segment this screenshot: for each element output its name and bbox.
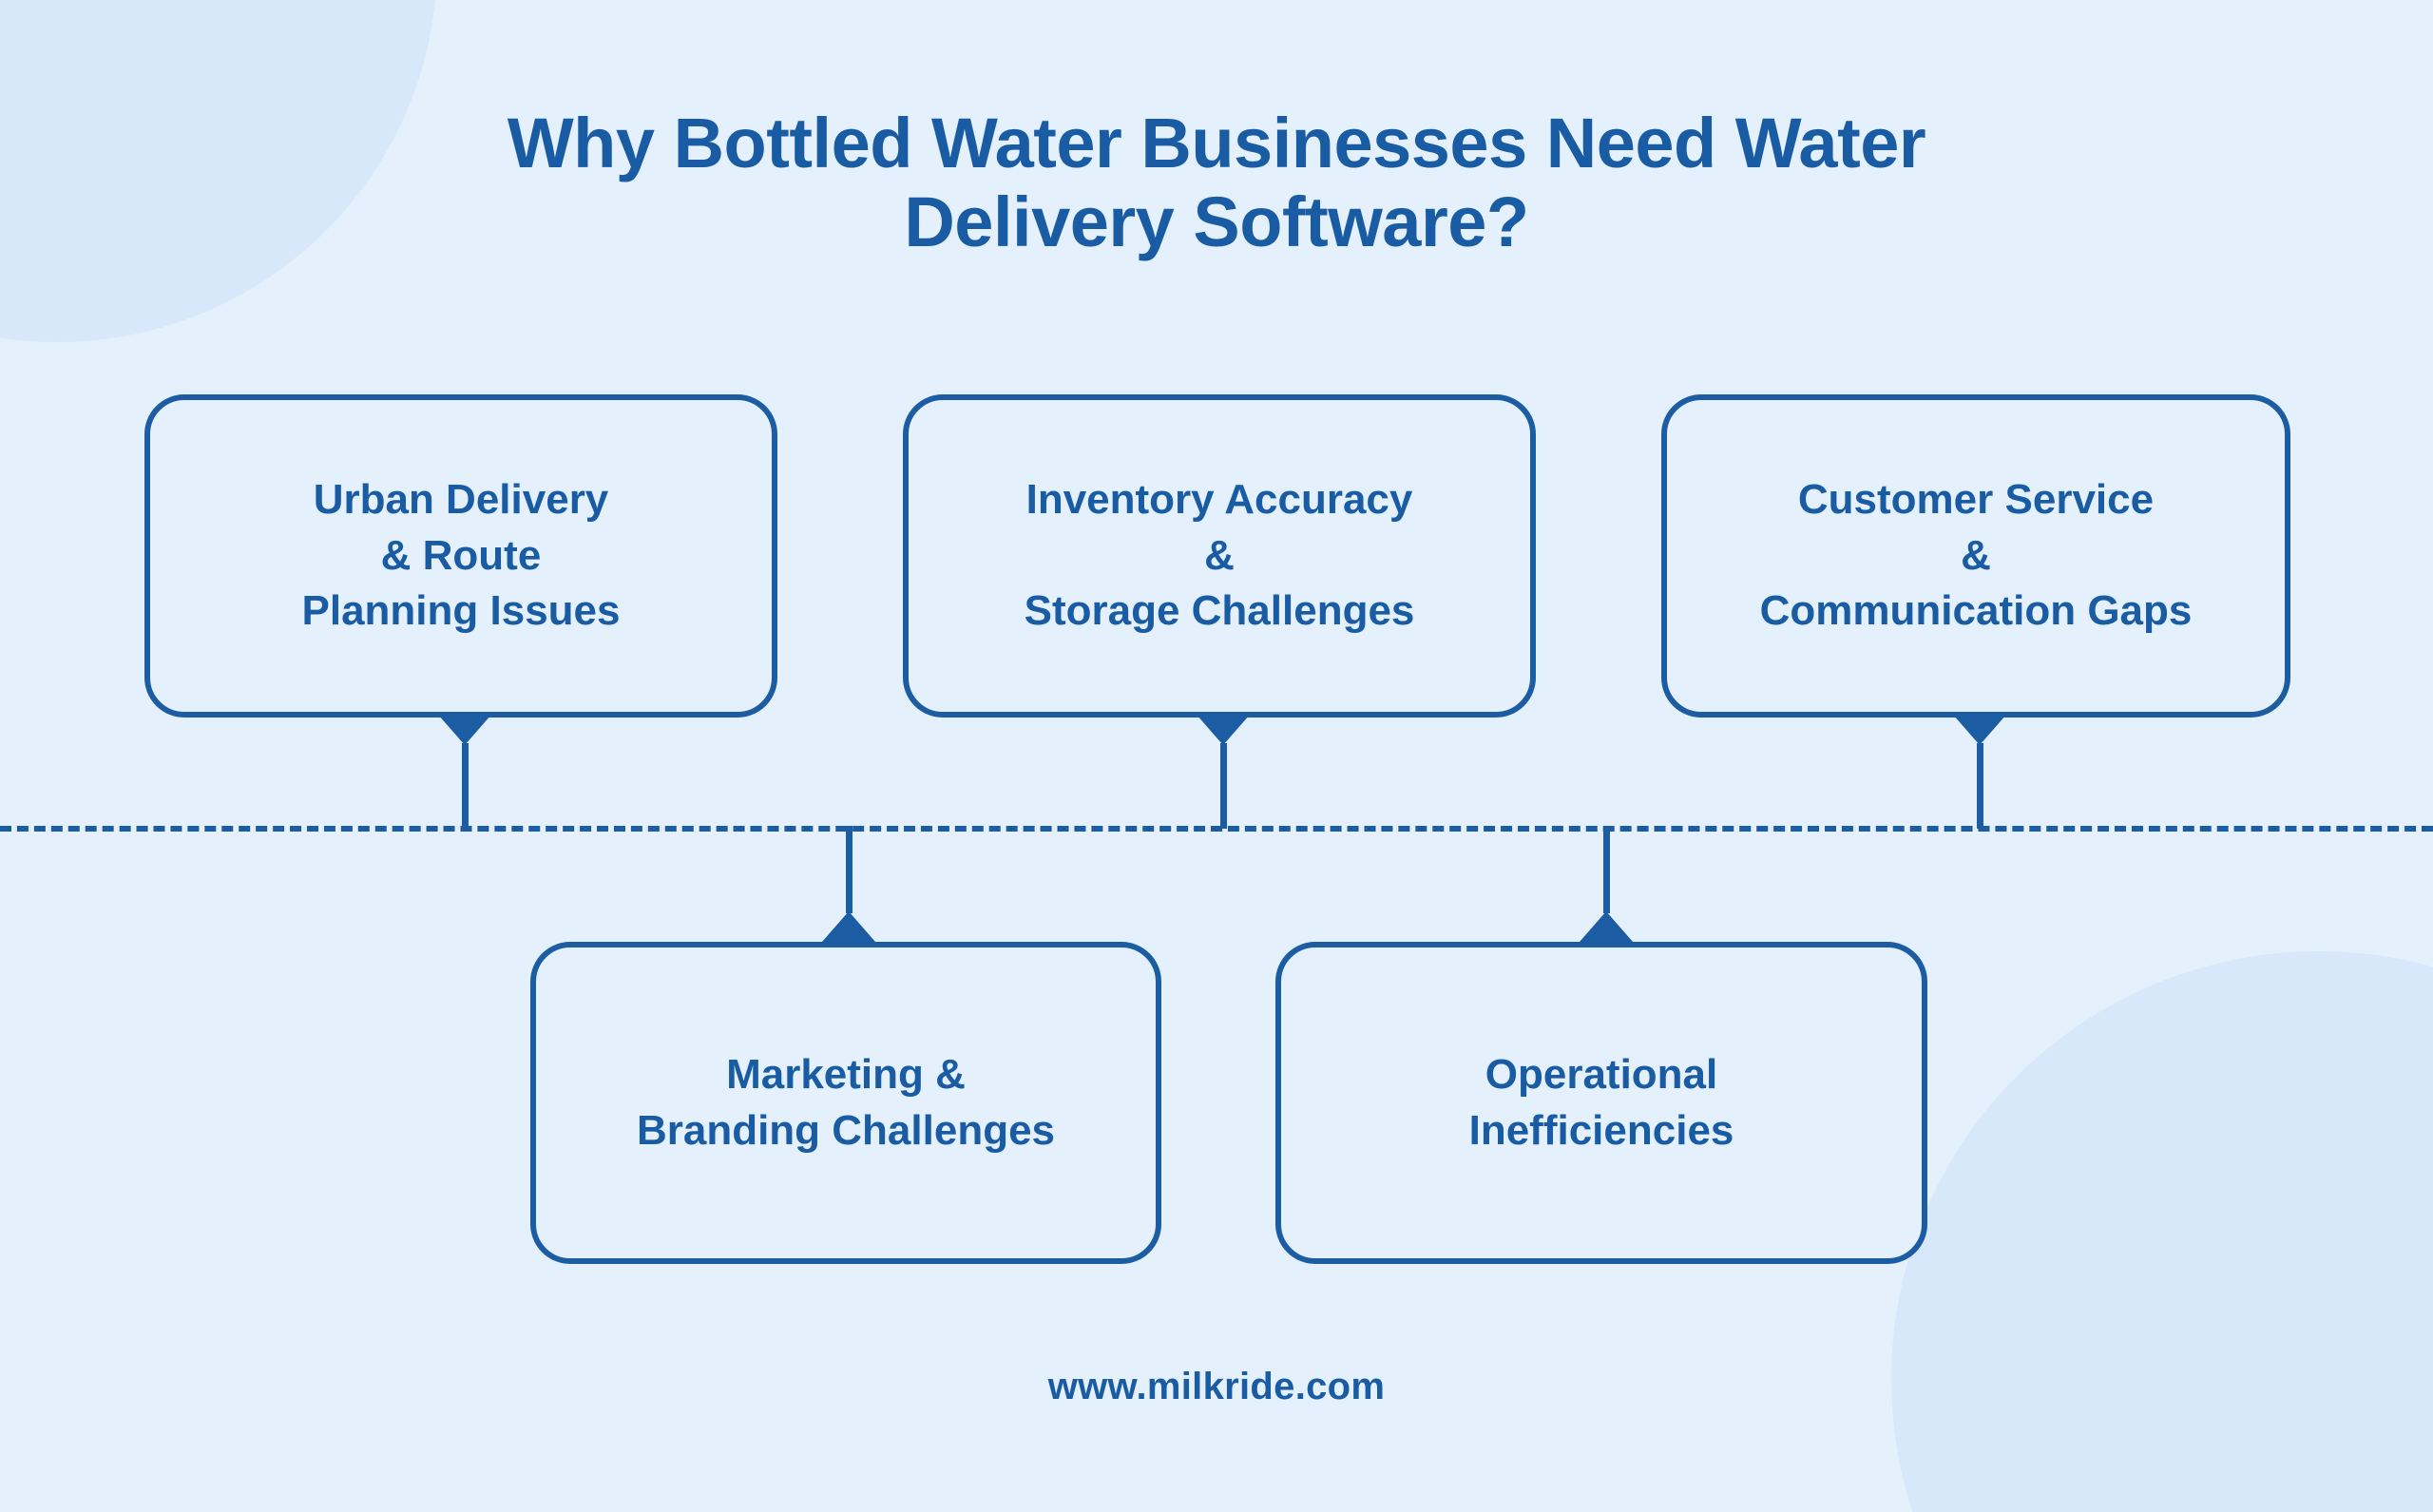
node-line-2: &	[1204, 531, 1235, 579]
node-line-1: Urban Delivery	[313, 476, 609, 524]
tail-down-icon-box-3	[1953, 715, 2006, 745]
node-line-3: Storage Challenges	[1024, 587, 1415, 635]
connector-line-box-2	[1220, 743, 1227, 829]
node-line-3: Communication Gaps	[1759, 587, 2193, 635]
node-box-customer-service-communication[interactable]: Customer Service & Communication Gaps	[1661, 394, 2290, 718]
connector-line-box-1	[462, 743, 469, 829]
dotted-divider	[0, 826, 2433, 832]
node-box-urban-delivery-route-planning[interactable]: Urban Delivery & Route Planning Issues	[144, 394, 777, 718]
node-line-1: Customer Service	[1797, 476, 2155, 524]
page-title: Why Bottled Water Businesses Need Water …	[0, 104, 2433, 262]
connector-line-box-3	[1977, 743, 1983, 829]
node-box-marketing-branding-challenges[interactable]: Marketing & Branding Challenges	[530, 942, 1161, 1264]
footer-website-url[interactable]: www.milkride.com	[1047, 1366, 1386, 1407]
node-label-inventory-accuracy-storage: Inventory Accuracy & Storage Challenges	[1007, 472, 1432, 640]
tail-down-icon-box-1	[438, 715, 491, 745]
page-title-line-2: Delivery Software?	[904, 182, 1529, 261]
node-line-1: Marketing &	[726, 1050, 966, 1098]
node-line-2: Inefficiencies	[1468, 1106, 1734, 1154]
connector-line-box-4	[846, 826, 853, 913]
tail-down-icon-box-2	[1197, 715, 1250, 745]
node-line-2: & Route	[380, 531, 542, 579]
tail-up-icon-box-5	[1580, 911, 1633, 942]
node-line-1: Operational	[1485, 1050, 1718, 1098]
node-box-operational-inefficiencies[interactable]: Operational Inefficiencies	[1275, 942, 1927, 1264]
page-title-line-1: Why Bottled Water Businesses Need Water	[507, 104, 1926, 182]
tail-up-icon-box-4	[822, 911, 875, 942]
node-line-1: Inventory Accuracy	[1025, 476, 1413, 524]
node-label-urban-delivery-route-planning: Urban Delivery & Route Planning Issues	[285, 472, 638, 640]
node-label-customer-service-communication: Customer Service & Communication Gaps	[1743, 472, 2210, 640]
node-label-marketing-branding-challenges: Marketing & Branding Challenges	[620, 1047, 1072, 1158]
node-box-inventory-accuracy-storage[interactable]: Inventory Accuracy & Storage Challenges	[903, 394, 1536, 718]
node-label-operational-inefficiencies: Operational Inefficiencies	[1452, 1047, 1752, 1158]
node-line-2: &	[1961, 531, 1991, 579]
decorative-circle-bottom-right	[1891, 951, 2433, 1512]
node-line-2: Branding Challenges	[636, 1106, 1056, 1154]
node-line-3: Planning Issues	[301, 587, 621, 635]
connector-line-box-5	[1603, 826, 1610, 913]
